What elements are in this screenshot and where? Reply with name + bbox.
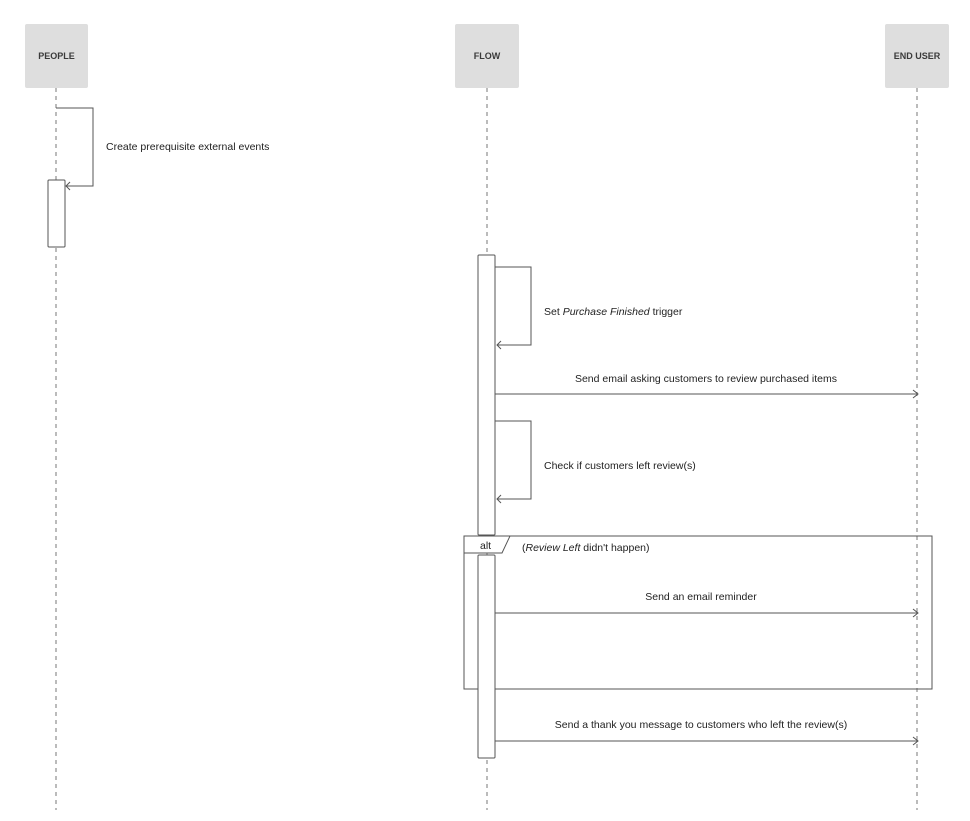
arrowhead (912, 608, 919, 618)
participant-end-user-label: END USER (894, 51, 941, 61)
participant-flow-label: FLOW (474, 51, 501, 61)
self-message-set-trigger-arrow (495, 266, 532, 346)
flow-activation-bar (477, 254, 496, 536)
flow-activation-bar-continued (477, 554, 496, 759)
message-thank-you: Send a thank you message to customers wh… (555, 719, 847, 731)
participant-people-label: PEOPLE (38, 51, 75, 61)
message-review-request: Send email asking customers to review pu… (575, 373, 837, 385)
message-set-trigger-suffix: trigger (650, 306, 683, 318)
self-message-check-review-arrow (495, 420, 532, 500)
arrowhead (496, 494, 502, 504)
message-create-events: Create prerequisite external events (106, 141, 269, 153)
participant-flow: FLOW (455, 24, 519, 88)
participant-people: PEOPLE (25, 24, 88, 88)
alt-guard-rest: didn't happen) (580, 542, 649, 554)
alt-fragment-guard: (Review Left didn't happen) (522, 542, 650, 554)
message-set-trigger-name: Purchase Finished (563, 306, 651, 318)
alt-fragment-operator: alt (480, 540, 491, 552)
alt-fragment-tag (463, 535, 511, 554)
message-set-trigger: Set Purchase Finished trigger (544, 306, 683, 318)
alt-guard-open: ( (522, 542, 526, 554)
participant-end-user: END USER (885, 24, 949, 88)
message-set-trigger-prefix: Set (544, 306, 563, 318)
arrowhead (496, 340, 502, 350)
alt-guard-condition: Review Left (526, 542, 582, 554)
self-message-people-arrow (56, 107, 94, 187)
arrowhead (912, 736, 919, 746)
message-check-review: Check if customers left review(s) (544, 460, 696, 472)
arrowhead (65, 181, 71, 191)
people-activation-bar (47, 179, 66, 248)
alt-fragment (463, 535, 933, 690)
arrowhead (912, 389, 919, 399)
message-email-reminder: Send an email reminder (645, 591, 757, 603)
